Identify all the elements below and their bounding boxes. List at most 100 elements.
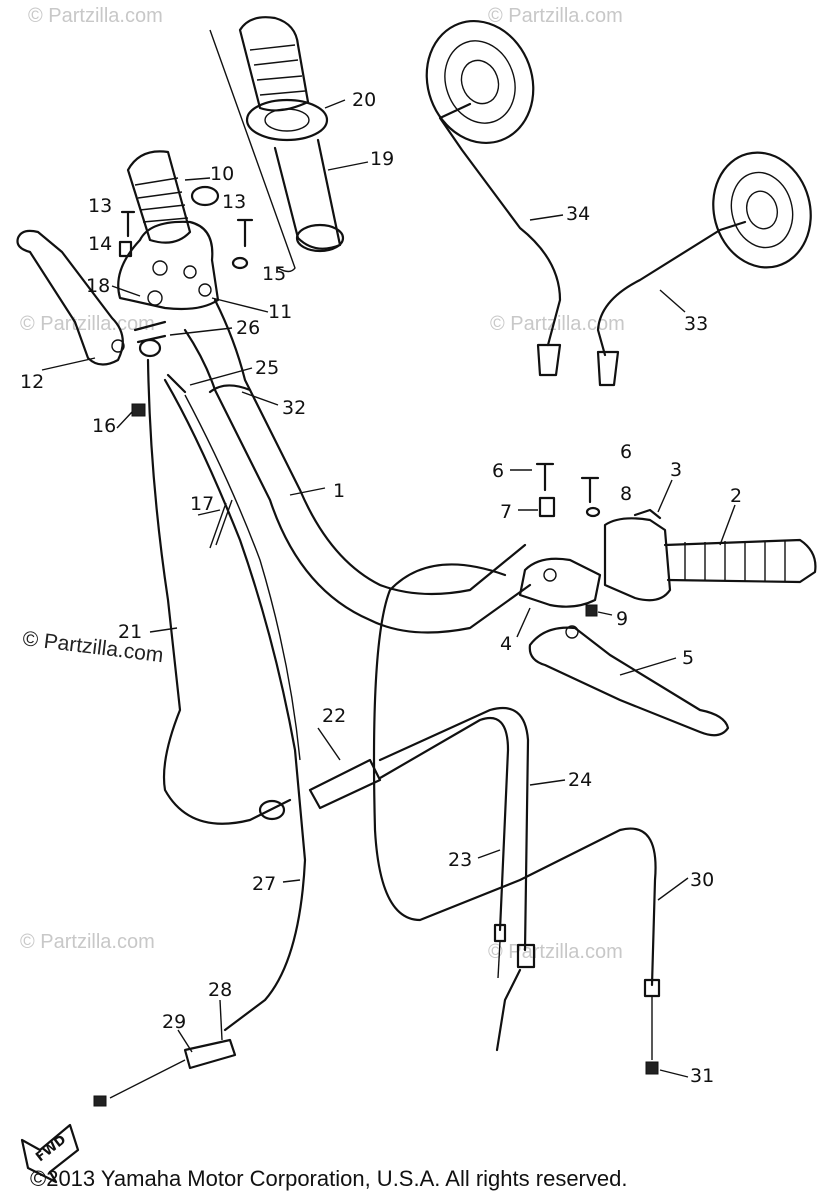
right-mirror-head [712,151,812,269]
bar-clamp [208,384,252,394]
leader-line [282,879,301,883]
callout-25: 25 [255,357,279,379]
throttle-cable-24 [378,706,530,952]
grip-flange-inner [264,108,310,132]
callout-32: 32 [282,397,306,419]
callout-6: 6 [620,441,632,463]
callout-13: 13 [88,195,112,217]
mirror-rings [745,190,779,230]
watermark: © Partzilla.com [28,5,163,27]
right-grip-assembly [518,462,817,737]
callout-6: 6 [492,460,504,482]
leader-line [219,999,223,1041]
callout-labels: 1 2 3 4 5 6 6 7 8 9 10 11 12 13 13 14 15… [20,89,742,1087]
callout-12: 12 [20,371,44,393]
leader-line [197,509,221,516]
watermark: © Partzilla.com [20,313,155,335]
right-mirror-base [596,350,620,387]
throttle-cable [163,378,307,1032]
callout-13: 13 [222,191,246,213]
callout-7: 7 [500,501,512,523]
leader-line [657,479,673,513]
handlebar-upper [183,328,532,634]
right-grip [663,538,817,584]
switch-knob [152,260,168,276]
grip-ribs [134,177,189,223]
leader-line [317,727,341,761]
leader-line [177,1029,193,1053]
left-mirror-stem [438,102,562,347]
right-mirror-stem [596,220,747,357]
leader-line [184,177,211,181]
washer [585,506,601,518]
leader-line [619,657,677,676]
throttle-grip-detail [209,16,345,273]
callout-34: 34 [566,203,590,225]
sleeve-end [295,223,345,253]
callout-21: 21 [118,621,142,643]
clutch-cable [146,358,292,825]
watermark-layer: © Partzilla.com © Partzilla.com © Partzi… [20,5,625,963]
cap [190,185,220,207]
leader-line [111,285,141,297]
callout-1: 1 [333,480,345,502]
left-grip [126,150,192,244]
switch-screw [147,290,163,306]
bolt [120,210,136,238]
callout-27: 27 [252,873,276,895]
leader-line [659,289,686,313]
bolt [580,476,600,504]
callout-30: 30 [690,869,714,891]
leader-line [41,357,96,371]
callout-3: 3 [670,459,682,481]
callout-11: 11 [268,301,292,323]
handlebar [183,298,532,634]
throttle-cable-23 [378,717,510,932]
copyright-text: ©2013 Yamaha Motor Corporation, U.S.A. A… [30,1166,627,1191]
leader-line [189,367,253,386]
leader-line [719,504,736,546]
leader-line [529,779,566,786]
callout-31: 31 [690,1065,714,1087]
lever-pivot [565,625,579,639]
throttle-housing [603,517,672,602]
callout-2: 2 [730,485,742,507]
grip-ribs [249,44,306,96]
callout-29: 29 [162,1011,186,1033]
callout-9: 9 [616,608,628,630]
rubber-grip [238,16,310,112]
throttle-sleeve [273,138,342,250]
leader-line [657,877,689,901]
cable-nut [645,1061,659,1075]
callout-10: 10 [210,163,234,185]
switch-screw [198,283,212,297]
clutch-lever [16,229,124,366]
callout-22: 22 [322,705,346,727]
grip-flange [245,98,329,142]
leader-line [289,487,326,496]
bolt [236,218,254,248]
leader-line [516,607,531,638]
leader-line [116,411,133,429]
callout-14: 14 [88,233,112,255]
cables [93,358,661,1107]
cable-end [495,968,522,1052]
callout-19: 19 [370,148,394,170]
washer [231,256,249,270]
mirror-rings [730,171,794,249]
nut [585,604,598,617]
collar [118,240,133,258]
grip-ribs [684,540,786,582]
leader-line [597,611,613,616]
fwd-arrow-shape [20,1123,80,1184]
cable-junction [308,758,382,810]
callout-33: 33 [684,313,708,335]
cable-end [109,1059,186,1099]
watermark: © Partzilla.com [488,941,623,963]
lever-holder [518,557,602,608]
callout-18: 18 [86,275,110,297]
cable-fitting [516,943,536,969]
leader-line [529,214,564,221]
